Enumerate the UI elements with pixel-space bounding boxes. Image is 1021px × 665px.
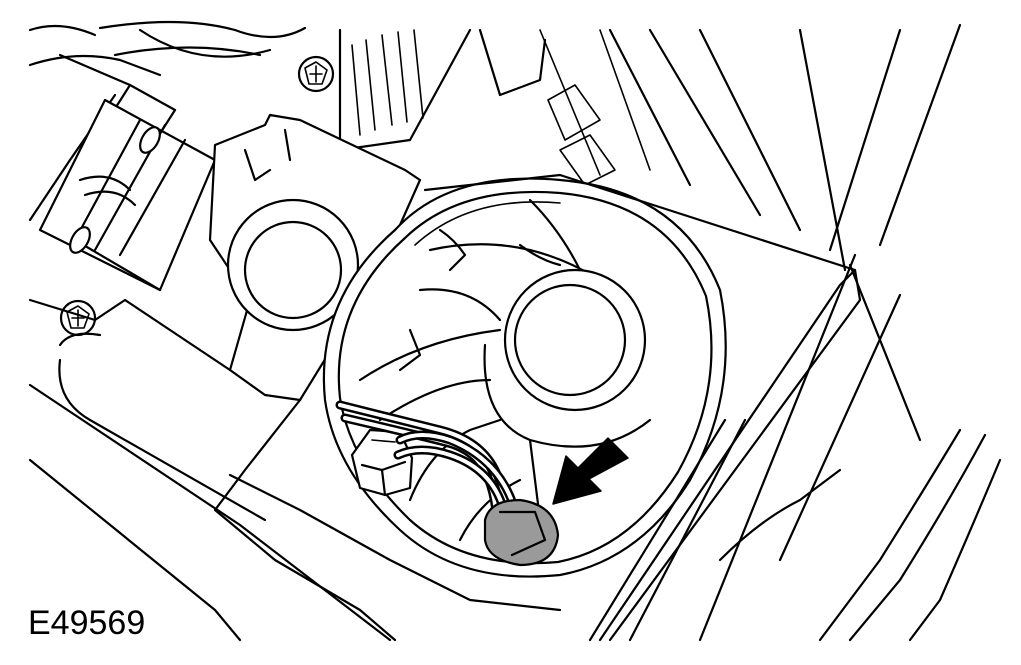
electrical-connector [483, 498, 560, 567]
left-mount-bracket [38, 98, 217, 292]
ribbed-housing [338, 28, 651, 186]
inner-lamp-body [358, 198, 652, 542]
bulb-holder-nut [350, 428, 414, 497]
figure-id-label: E49569 [28, 604, 146, 642]
cover-plate [208, 113, 422, 402]
lower-housing-lines [28, 298, 392, 642]
upper-screw-icon [297, 55, 335, 93]
right-housing-lines [608, 23, 1002, 642]
lamp-bezel [213, 173, 862, 642]
arrow-pointing-to-connector-icon [552, 437, 629, 505]
